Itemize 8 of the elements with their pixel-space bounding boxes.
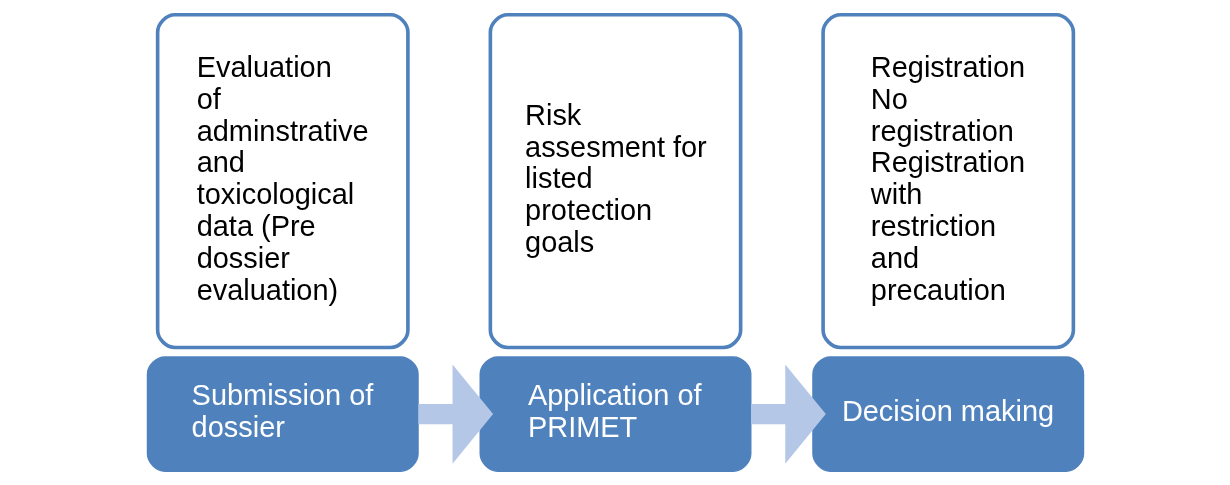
- node-box: Submission of dossier: [146, 355, 419, 472]
- node-box: Application of PRIMET: [479, 355, 751, 472]
- node-box: Risk assesment for listed protection goals: [488, 12, 742, 349]
- arrow: [750, 363, 826, 464]
- node-box: Evaluation of adminstrative and toxicological data (Pre dossier evaluation): [155, 12, 410, 349]
- arrow: [417, 363, 493, 464]
- node-box: Registration No registration Registration with restriction and precaution: [820, 12, 1075, 349]
- node-box: Decision making: [811, 355, 1084, 472]
